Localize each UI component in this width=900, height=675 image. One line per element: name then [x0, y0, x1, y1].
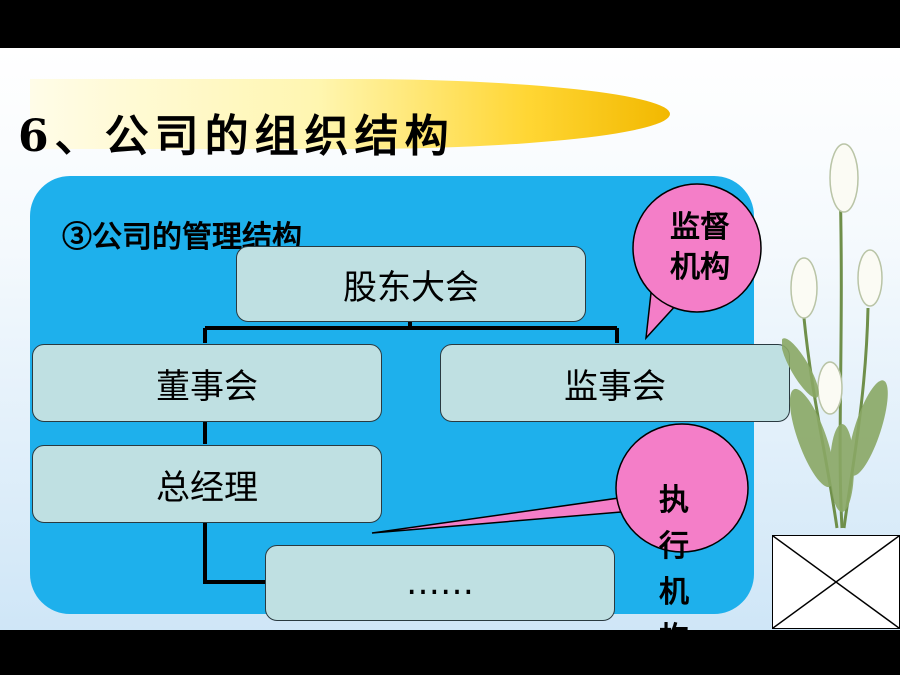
shareholders-meeting-box: 股东大会	[236, 246, 586, 322]
executive-label-char4: 构	[652, 616, 696, 630]
placeholder-cross	[772, 535, 900, 629]
executive-callout-label: 执 行 机 构	[652, 478, 696, 630]
supervisory-label-line1: 监督	[670, 210, 730, 245]
slide-title: 6、公司的组织结构	[18, 111, 455, 162]
supervisory-label-line2: 机构	[670, 250, 730, 285]
slide-canvas: 6、公司的组织结构 ③公司的管理结构 股东大会 董事会 监事会 总经理 …… 监…	[0, 48, 900, 630]
org-chart-connectors	[203, 183, 762, 584]
executive-label-char1: 执	[659, 483, 689, 518]
general-manager-box: 总经理	[32, 445, 382, 523]
others-box: ……	[265, 545, 615, 621]
board-of-directors-box: 董事会	[32, 344, 382, 422]
executive-callout-ellipse	[615, 423, 749, 553]
executive-label-char2: 行	[659, 529, 689, 564]
calla-lily-icon	[782, 143, 888, 529]
supervisory-callout-ellipse	[632, 183, 762, 313]
board-of-supervisors-box: 监事会	[440, 344, 790, 422]
supervisory-callout-label: 监督 机构	[652, 208, 748, 288]
executive-label-char3: 机	[659, 575, 689, 610]
executive-callout-tail	[371, 494, 647, 534]
picture-placeholder-icon	[772, 535, 900, 629]
title-banner	[30, 79, 670, 149]
